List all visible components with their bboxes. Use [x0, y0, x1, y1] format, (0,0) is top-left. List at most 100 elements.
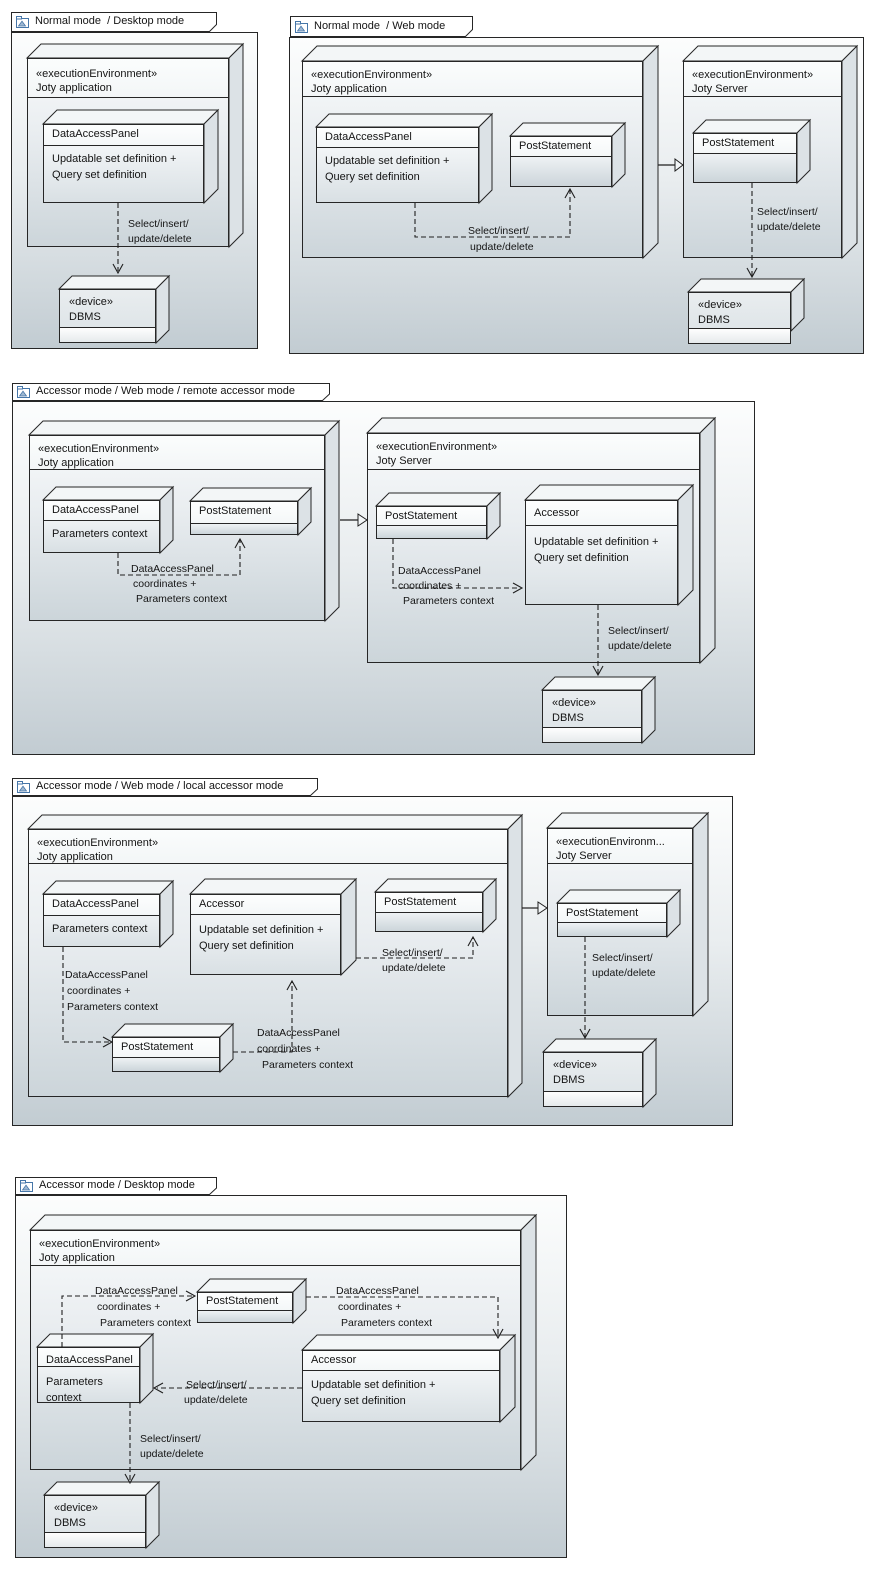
link-label-line: coordinates +: [338, 1301, 402, 1313]
node-dataaccesspanel[interactable]: DataAccessPanel Updatable set definition…: [43, 124, 204, 203]
link-label-line: Select/insert/: [128, 218, 189, 230]
node-device-dbms[interactable]: «device» DBMS: [59, 289, 156, 343]
node-stereotype: «executionEnvironment»: [37, 837, 159, 849]
node-name: Joty application: [39, 1252, 115, 1264]
component-text-line: Query set definition: [325, 171, 420, 183]
component-title: Accessor: [526, 501, 677, 526]
link-label-line: DataAccessPanel: [65, 969, 148, 981]
node-name: Joty application: [311, 83, 387, 95]
component-title: Accessor: [191, 895, 340, 915]
component-text-line: Query set definition: [534, 552, 629, 564]
component-title: PostStatement: [198, 1293, 292, 1311]
frame-tab[interactable]: Accessor mode / Web mode / remote access…: [12, 383, 330, 401]
node-device-dbms[interactable]: «device» DBMS: [44, 1495, 146, 1548]
frame-accessor-desktop-mode: «executionEnvironment» Joty application …: [15, 1177, 567, 1558]
node-poststatement[interactable]: PostStatement: [190, 501, 298, 535]
frame-accessor-web-local: «executionEnvironment» Joty application …: [12, 778, 733, 1126]
component-text-line: Query set definition: [311, 1395, 406, 1407]
link-label-line: coordinates +: [398, 580, 462, 592]
link-label-line: DataAccessPanel: [95, 1285, 178, 1297]
node-poststatement-bottom[interactable]: PostStatement: [112, 1037, 220, 1072]
frame-tab[interactable]: Normal mode / Desktop mode: [11, 12, 217, 32]
frame-normal-web-mode: «executionEnvironment» Joty application …: [289, 16, 864, 354]
link-label-line: update/delete: [382, 962, 446, 974]
node-poststatement[interactable]: PostStatement: [197, 1292, 293, 1323]
component-text-line: Query set definition: [199, 940, 294, 952]
device-stereotype: «device»: [54, 1502, 99, 1514]
node-name: Joty Server: [692, 83, 748, 95]
node-accessor[interactable]: Accessor Updatable set definition + Quer…: [302, 1350, 500, 1422]
frame-title: Normal mode / Web mode: [314, 19, 446, 32]
link-label-line: Parameters context: [136, 593, 228, 605]
component-empty-compartment: [377, 526, 486, 538]
node-stereotype: «executionEnvironment»: [692, 69, 814, 81]
link-label-crud-server: Select/insert/ update/delete: [592, 951, 656, 981]
node-accessor[interactable]: Accessor Updatable set definition + Quer…: [525, 500, 678, 605]
frame-title: Accessor mode / Desktop mode: [39, 1179, 195, 1191]
component-title: PostStatement: [558, 904, 666, 923]
component-title: PostStatement: [113, 1038, 219, 1058]
frame-title: Normal mode / Desktop mode: [35, 15, 185, 27]
node-poststatement-top[interactable]: PostStatement: [375, 892, 483, 932]
component-text-line: Query set definition: [52, 169, 147, 181]
link-label-line: update/delete: [128, 233, 192, 245]
component-text-line: Updatable set definition +: [534, 536, 659, 548]
component-text-line: Updatable set definition +: [325, 155, 450, 167]
node-stereotype: «executionEnvironment»: [36, 68, 158, 80]
link-label-crud-app: Select/insert/ update/delete: [468, 223, 534, 255]
frame-normal-desktop-mode: «executionEnvironment» Joty application …: [11, 12, 258, 349]
node-poststatement-server[interactable]: PostStatement: [376, 506, 487, 539]
link-label-line: Select/insert/: [140, 1433, 201, 1445]
link-label-coords-app: DataAccessPanel coordinates + Parameters…: [131, 562, 227, 607]
component-title: PostStatement: [694, 134, 796, 154]
node-poststatement-server[interactable]: PostStatement: [693, 133, 797, 183]
frame-tab[interactable]: Accessor mode / Desktop mode: [15, 1177, 217, 1195]
component-text-line: Parameters context: [52, 923, 148, 935]
link-label-line: update/delete: [140, 1448, 204, 1460]
node-dataaccesspanel[interactable]: DataAccessPanel Updatable set definition…: [316, 127, 479, 203]
component-title: Accessor: [303, 1351, 499, 1371]
node-poststatement[interactable]: PostStatement: [510, 136, 612, 187]
link-label-crud-down: Select/insert/ update/delete: [140, 1432, 204, 1462]
component-title: PostStatement: [376, 893, 482, 913]
link-label-line: Select/insert/: [382, 947, 443, 959]
component-title: DataAccessPanel: [44, 501, 159, 521]
node-dataaccesspanel[interactable]: DataAccessPanel Parameters context: [43, 894, 160, 947]
link-label-line: Select/insert/: [757, 206, 818, 218]
link-label-line: Parameters context: [67, 1001, 159, 1013]
frame-tab[interactable]: Normal mode / Web mode: [290, 16, 473, 37]
frame-accessor-web-remote: «executionEnvironment» Joty application …: [12, 383, 755, 755]
node-device-dbms[interactable]: «device» DBMS: [543, 1052, 643, 1107]
node-poststatement-server[interactable]: PostStatement: [557, 903, 667, 937]
link-label-line: Parameters context: [262, 1059, 354, 1071]
node-dataaccesspanel[interactable]: DataAccessPanel Parameters context: [43, 500, 160, 553]
node-accessor[interactable]: Accessor Updatable set definition + Quer…: [190, 894, 341, 975]
link-label-line: Select/insert/: [608, 625, 669, 637]
node-stereotype: «executionEnvironm...: [556, 836, 665, 848]
link-label-line: Parameters context: [341, 1317, 433, 1329]
link-label-line: Parameters context: [403, 595, 495, 607]
component-text-line: Updatable set definition +: [52, 153, 177, 165]
link-label-line: Parameters context: [100, 1317, 192, 1329]
node-name: Joty application: [37, 851, 113, 863]
component-text-line: Parameters context: [52, 528, 148, 540]
device-stereotype: «device»: [552, 697, 597, 709]
link-label-line: update/delete: [184, 1394, 248, 1406]
node-name: Joty application: [36, 82, 112, 94]
node-device-dbms[interactable]: «device» DBMS: [542, 690, 642, 743]
node-device-dbms[interactable]: «device» DBMS: [688, 292, 791, 344]
component-text-line: Parameters context: [46, 1376, 103, 1404]
link-label-coords-left: DataAccessPanel coordinates + Parameters…: [95, 1283, 191, 1331]
link-label-coords-right: DataAccessPanel coordinates + Parameters…: [336, 1283, 432, 1331]
link-label-crud-server: Select/insert/ update/delete: [757, 205, 821, 235]
diagram-frame-icon: [17, 386, 31, 398]
frame-tab[interactable]: Accessor mode / Web mode / local accesso…: [12, 778, 318, 796]
node-dataaccesspanel[interactable]: DataAccessPanel Parameters context: [37, 1347, 140, 1404]
link-label-line: Select/insert/: [468, 225, 529, 237]
component-title: PostStatement: [377, 507, 486, 526]
link-label-line: update/delete: [470, 241, 534, 253]
frame-title: Accessor mode / Web mode / remote access…: [36, 385, 296, 397]
node-stereotype: «executionEnvironment»: [376, 441, 498, 453]
component-empty-compartment: [511, 157, 611, 186]
device-name: DBMS: [553, 1074, 585, 1086]
